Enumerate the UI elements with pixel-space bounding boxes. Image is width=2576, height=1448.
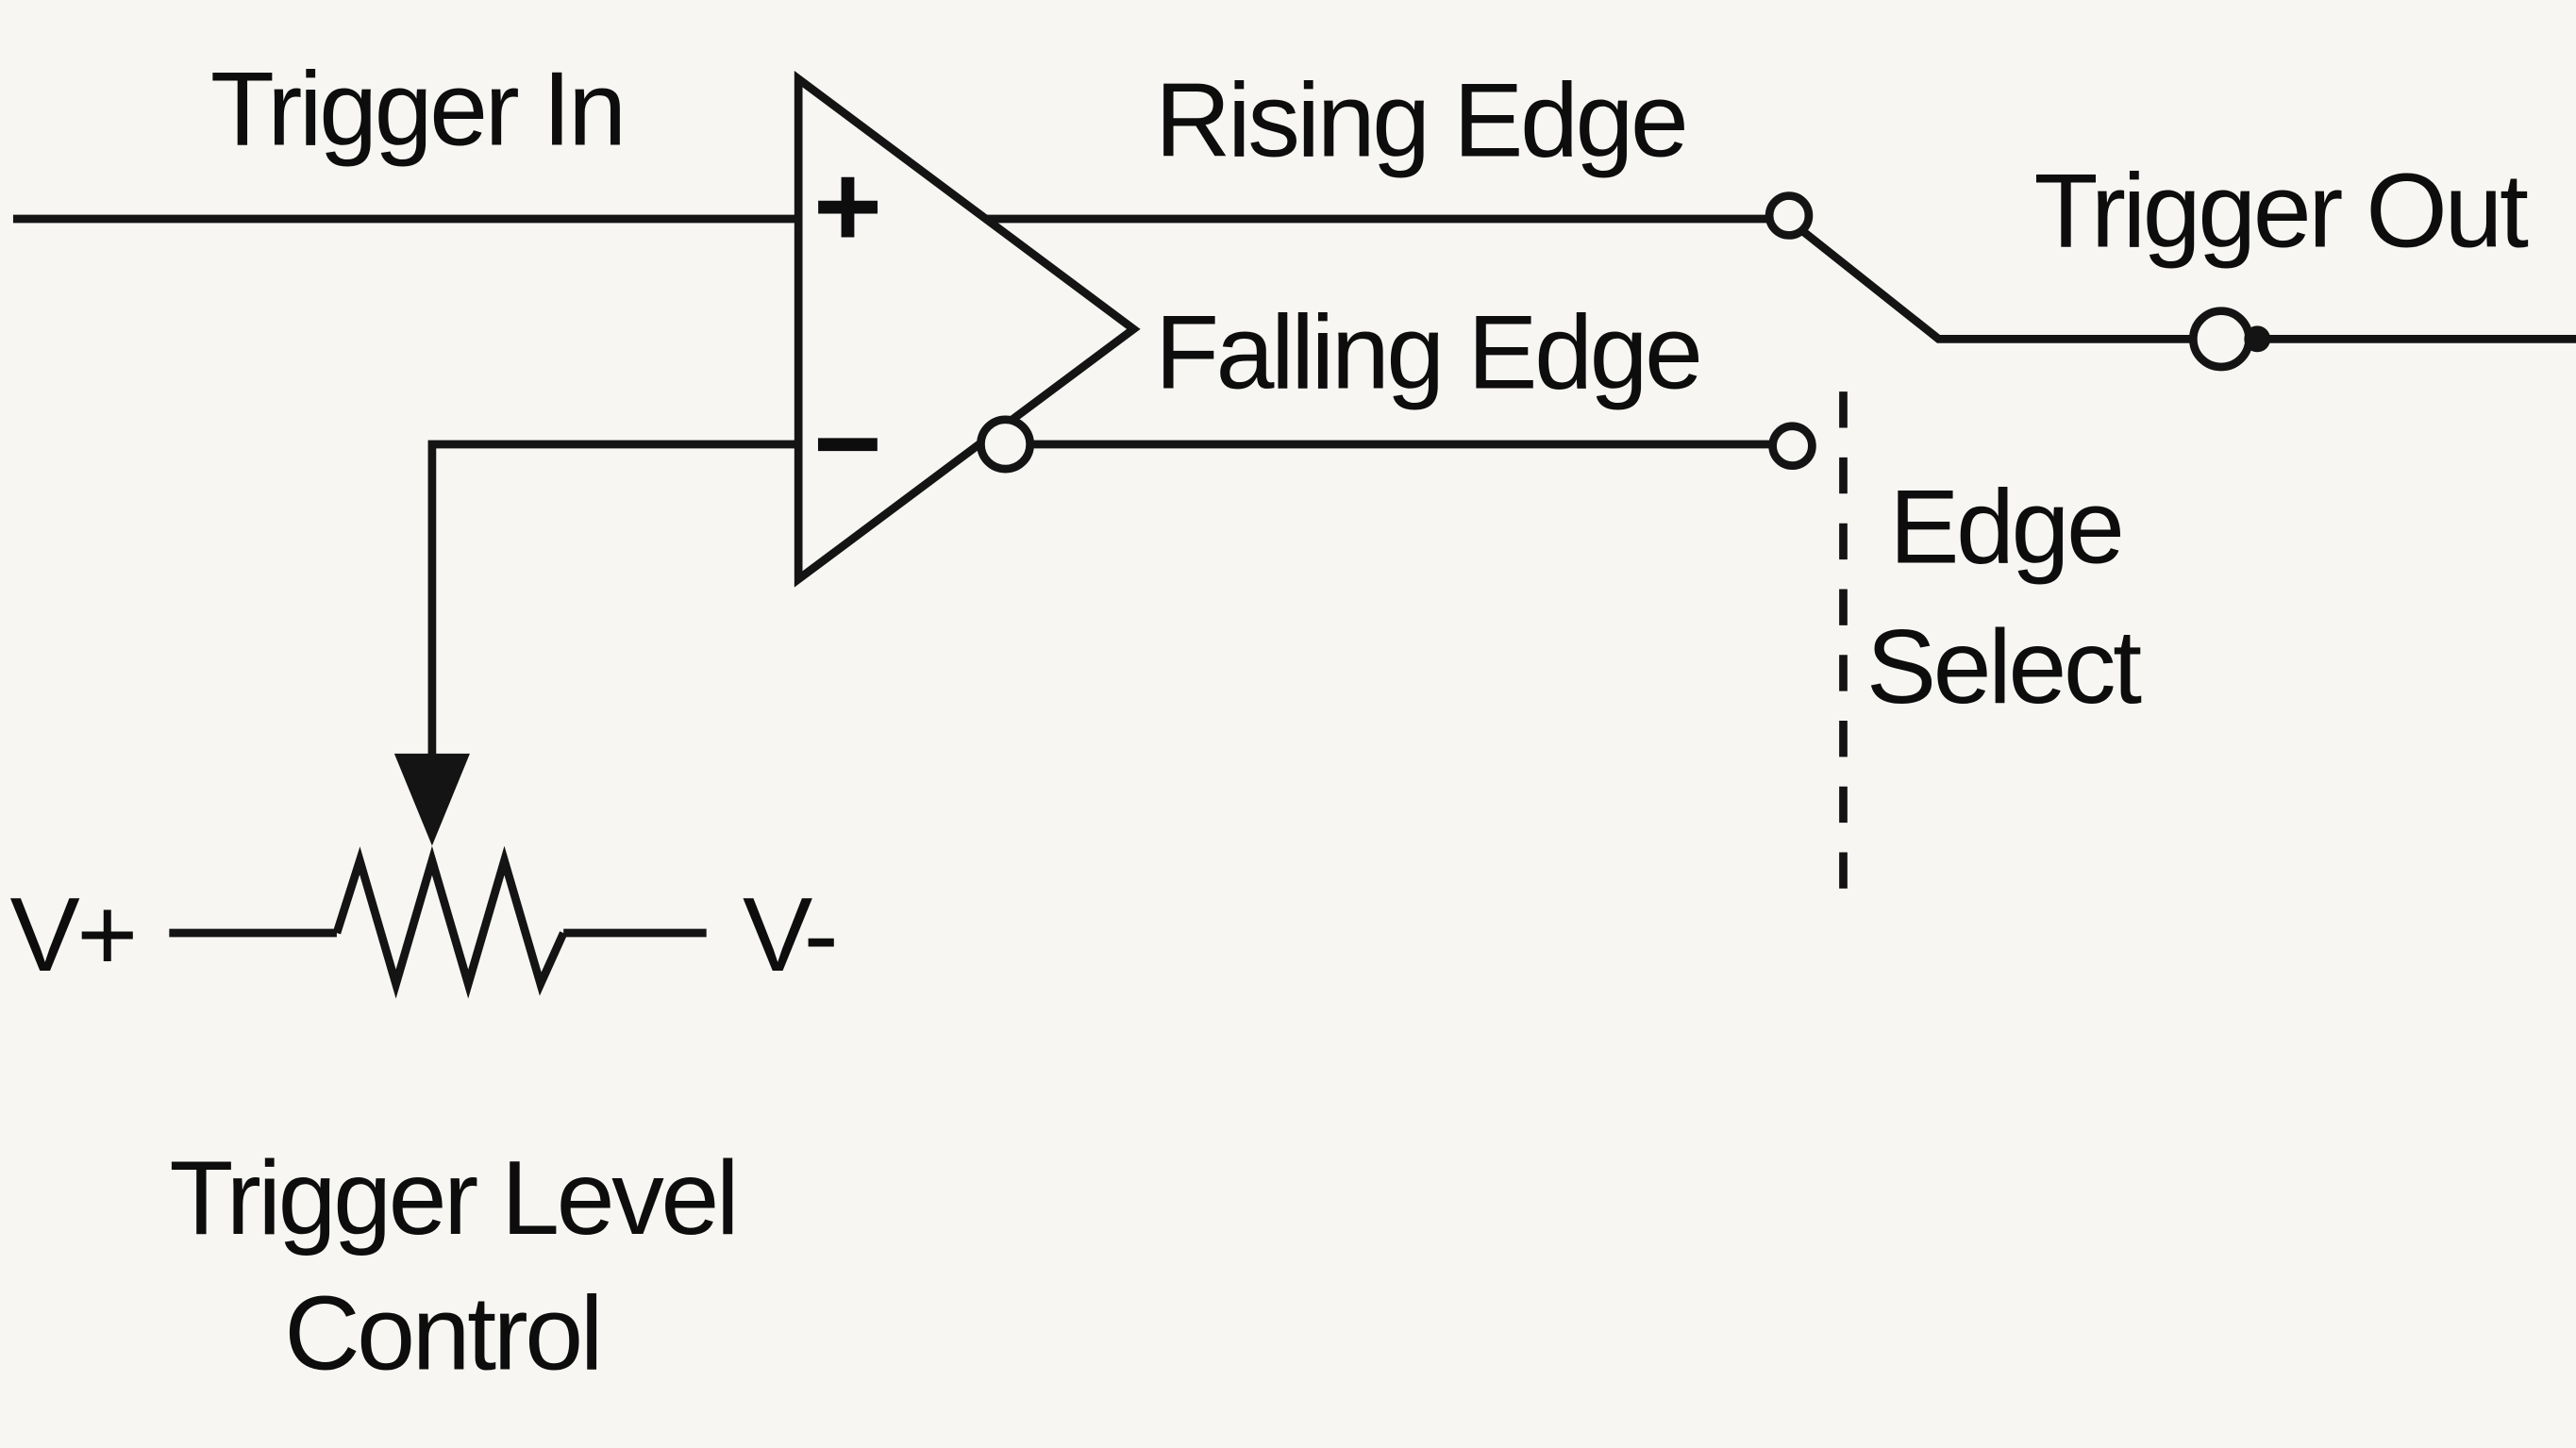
comparator-triangle (794, 71, 1141, 588)
comparator-plus-input-label: + (813, 140, 882, 273)
v-plus-label: V+ (9, 875, 134, 993)
rising-edge-switch-contact (1765, 191, 1814, 240)
wiper-arrowhead (393, 753, 470, 846)
edge-select-switch-arm (1800, 228, 2576, 343)
falling-edge-switch-contact (1768, 422, 1816, 471)
trigger-out-label: Trigger Out (2033, 152, 2528, 270)
minus-input-wire (427, 440, 799, 760)
comparator-minus-input-label: − (813, 376, 882, 509)
v-minus-label: V- (743, 875, 835, 993)
trigger-level-label-line1: Trigger Level (169, 1139, 736, 1257)
trigger-out-node-dot (2244, 325, 2271, 353)
edge-select-label-line1: Edge (1889, 467, 2121, 585)
trigger-out-node (2188, 307, 2253, 372)
trigger-level-label-line2: Control (284, 1273, 600, 1391)
edge-select-label-line2: Select (1866, 607, 2142, 725)
trigger-in-label: Trigger In (210, 49, 624, 167)
inversion-bubble (977, 415, 1035, 474)
rising-edge-label: Rising Edge (1155, 61, 1685, 179)
falling-edge-label: Falling Edge (1155, 293, 1700, 411)
pot-resistor-zigzag (332, 845, 568, 999)
